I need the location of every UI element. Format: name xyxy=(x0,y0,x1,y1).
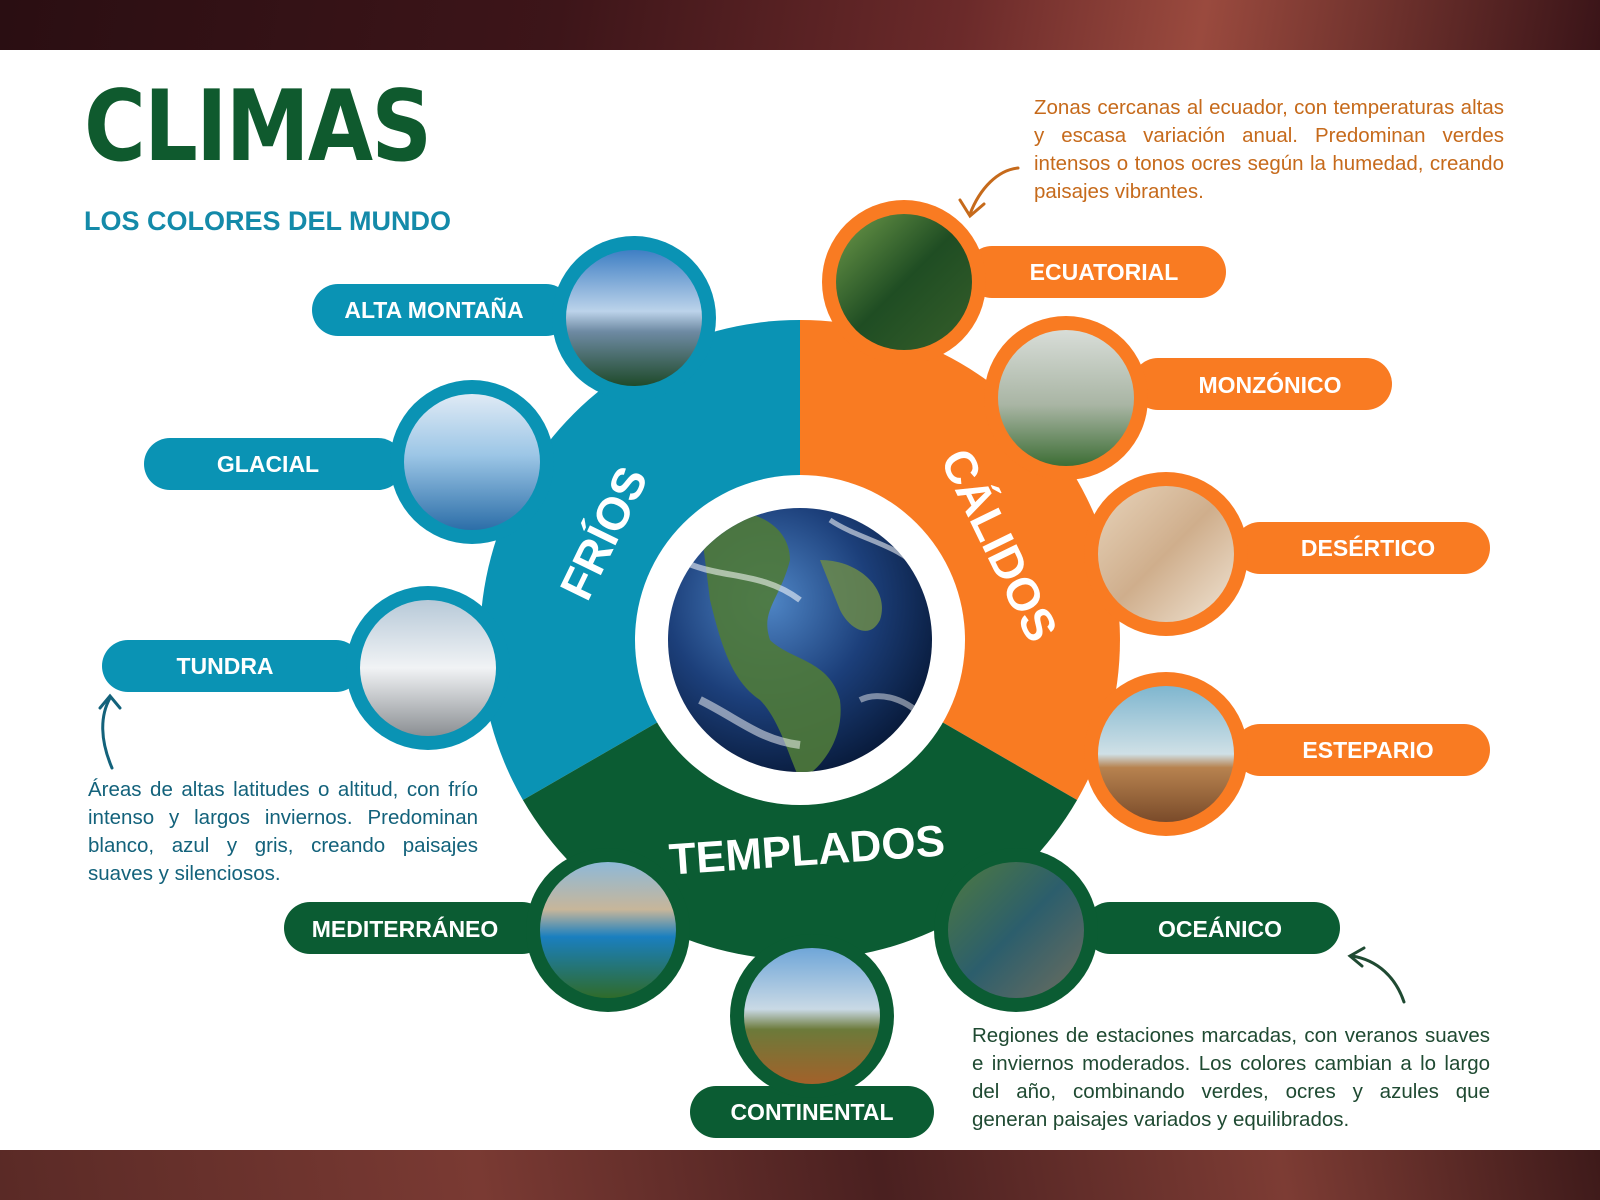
climate-label: ECUATORIAL xyxy=(1030,259,1179,285)
arrow-frios-icon xyxy=(98,693,122,770)
climate-label: ALTA MONTAÑA xyxy=(344,296,523,323)
climate-mediterraneo[interactable]: MEDITERRÁNEO xyxy=(284,848,690,1012)
description-templados: Regiones de estaciones marcadas, con ver… xyxy=(972,1024,1490,1131)
climate-oceanico[interactable]: OCEÁNICO xyxy=(934,848,1340,1012)
climate-estepario[interactable]: ESTEPARIO xyxy=(1084,672,1490,836)
climate-label: GLACIAL xyxy=(217,451,319,477)
climate-glacial[interactable]: GLACIAL xyxy=(144,380,554,544)
climate-desertico[interactable]: DESÉRTICO xyxy=(1084,472,1490,636)
description-frios: Áreas de altas latitudes o altitud, con … xyxy=(88,778,478,885)
oceanico-photo xyxy=(948,862,1084,998)
climate-label: MONZÓNICO xyxy=(1198,371,1341,398)
glacial-photo xyxy=(404,394,540,530)
arrow-calidos-icon xyxy=(958,166,1020,219)
climate-continental[interactable]: CONTINENTAL xyxy=(690,934,934,1138)
climate-label: CONTINENTAL xyxy=(730,1099,893,1125)
climate-ecuatorial[interactable]: ECUATORIAL xyxy=(822,200,1226,364)
climate-label: MEDITERRÁNEO xyxy=(312,915,499,942)
monzonico-photo xyxy=(998,330,1134,466)
page-subtitle: LOS COLORES DEL MUNDO xyxy=(84,206,452,236)
desertico-photo xyxy=(1098,486,1234,622)
alta-montana-photo xyxy=(566,250,702,386)
climate-tundra[interactable]: TUNDRA xyxy=(102,586,510,750)
climate-alta-montana[interactable]: ALTA MONTAÑA xyxy=(312,236,716,400)
climate-label: TUNDRA xyxy=(176,653,273,679)
arrow-templados-icon xyxy=(1347,946,1406,1004)
climate-label: ESTEPARIO xyxy=(1302,737,1433,763)
climate-monzonico[interactable]: MONZÓNICO xyxy=(984,316,1392,480)
bottom-rock-band xyxy=(0,1150,1600,1200)
tundra-photo xyxy=(360,600,496,736)
top-rock-band xyxy=(0,0,1600,50)
climate-label: DESÉRTICO xyxy=(1301,534,1435,561)
description-calidos: Zonas cercanas al ecuador, con temperatu… xyxy=(1034,96,1504,203)
mediterraneo-photo xyxy=(540,862,676,998)
continental-photo xyxy=(744,948,880,1084)
ecuatorial-photo xyxy=(836,214,972,350)
estepario-photo xyxy=(1098,686,1234,822)
climate-label: OCEÁNICO xyxy=(1158,915,1282,942)
page-title: CLIMAS xyxy=(84,70,432,184)
